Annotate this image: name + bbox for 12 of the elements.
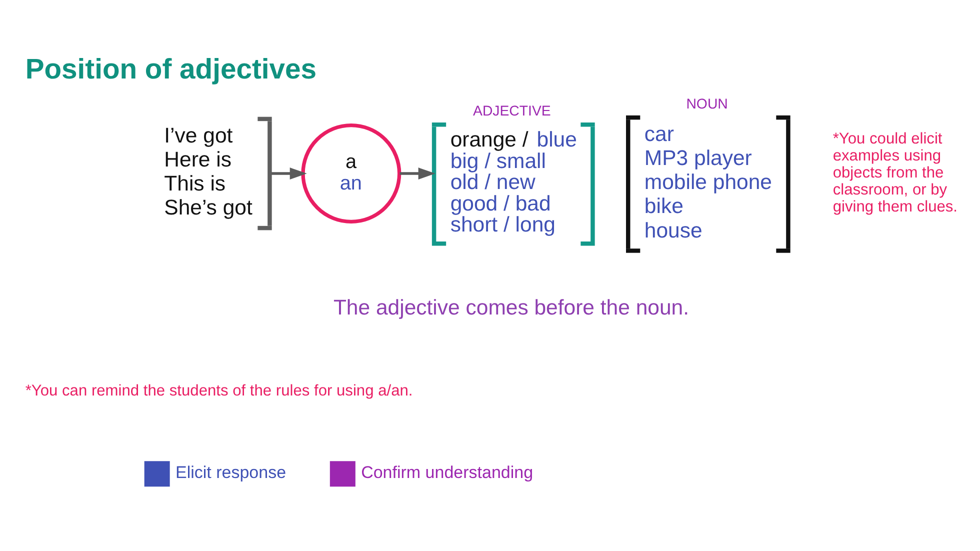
diagram-title: Position of adjectives xyxy=(25,54,317,86)
node-label: NOUN xyxy=(686,96,728,112)
legend-label: Elicit response xyxy=(176,463,286,482)
node-label: This is xyxy=(164,172,226,196)
node-label: I’ve got xyxy=(164,123,233,148)
node-label: She’s got xyxy=(164,196,252,220)
node-label: Here is xyxy=(164,147,232,172)
label: The adjective comes before the noun. xyxy=(333,295,690,320)
node-label: ADJECTIVE xyxy=(473,103,551,120)
legend-label: Confirm understanding xyxy=(361,463,534,482)
label: *You can remind the students of the rules for using a/an. xyxy=(25,382,413,400)
label: *You could elicit examples using objects from the classroom, or by giving them clues. xyxy=(832,130,958,216)
